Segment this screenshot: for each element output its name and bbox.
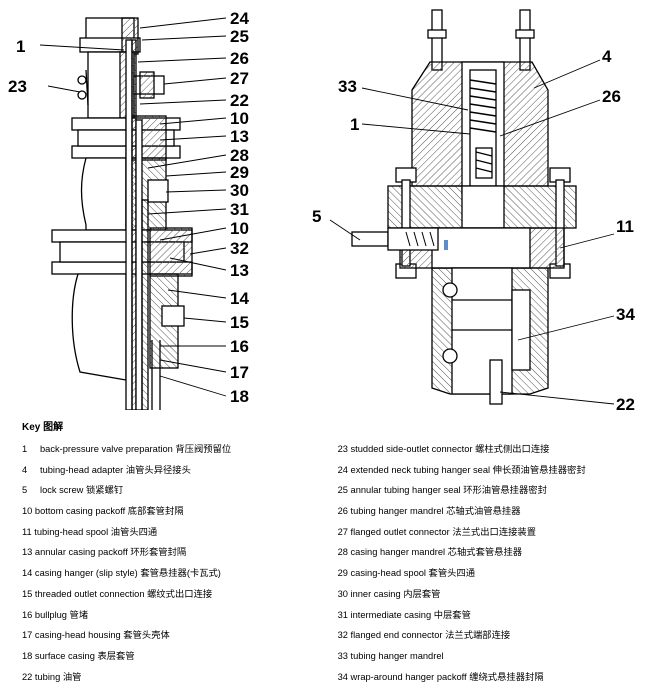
callout-18: 18 (230, 387, 249, 406)
callout-11: 11 (616, 217, 634, 236)
key-item: 28 casing hanger mandrel 芯轴式套管悬挂器 (337, 547, 523, 558)
callout-32: 32 (230, 239, 249, 258)
callout-24: 24 (230, 9, 249, 28)
key-item: 33 tubing hanger mandrel (337, 650, 444, 661)
key-item: 14 casing hanger (slip style) 套管悬挂器(卡瓦式) (22, 568, 221, 579)
left-leader-lines (39, 17, 227, 397)
key-item: 31 intermediate casing 中层套管 (337, 609, 471, 620)
key-item: 27 flanged outlet connector 法兰式出口连接装置 (337, 526, 537, 537)
callout-26-right: 26 (602, 87, 621, 106)
callout-10-top: 10 (230, 109, 249, 128)
key-item: 15 threaded outlet connection 螺纹式出口连接 (22, 588, 213, 599)
callout-22-left: 22 (230, 91, 249, 110)
callout-5: 5 (312, 207, 321, 226)
callout-15: 15 (230, 313, 249, 332)
key-item: 34 wrap-around hanger packoff 缠绕式悬挂器封隔 (337, 671, 544, 682)
key-item: 29 casing-head spool 套管头四通 (337, 568, 476, 579)
right-leader-lines (329, 59, 615, 405)
key-item: 26 tubing hanger mandrel 芯轴式油管悬挂器 (337, 506, 521, 517)
callout-25: 25 (230, 27, 249, 46)
left-wellhead-assembly (51, 17, 193, 410)
key-item: 10 bottom casing packoff 底部套管封隔 (22, 506, 184, 517)
key-column-right: 23 studded side-outlet connector 螺柱式侧出口连… (258, 439, 642, 687)
key-item: 25 annular tubing hanger seal 环形油管悬挂器密封 (337, 485, 547, 496)
callout-1: 1 (16, 37, 25, 56)
callout-30: 30 (230, 181, 249, 200)
key-item: 30 inner casing 内层套管 (337, 588, 441, 599)
right-tubing-head-adapter (351, 9, 577, 405)
callout-34: 34 (616, 305, 635, 324)
callout-31: 31 (230, 200, 249, 219)
callout-29: 29 (230, 163, 249, 182)
key-item: 18 surface casing 表层套管 (22, 650, 135, 661)
callout-33: 33 (338, 77, 357, 96)
key-item: 17 casing-head housing 套管头壳体 (22, 630, 170, 641)
callout-13-top: 13 (230, 127, 249, 146)
callout-1-right: 1 (350, 115, 359, 134)
key-item: 24 extended neck tubing hanger seal 伸长颈油… (337, 464, 586, 475)
key-item: 11 tubing-head spool 油管头四通 (22, 526, 158, 537)
callout-22-right: 22 (616, 395, 635, 410)
callout-17: 17 (230, 363, 249, 382)
callout-4: 4 (602, 47, 612, 66)
callout-13-bottom: 13 (230, 261, 249, 280)
callout-10-bottom: 10 (230, 219, 249, 238)
key-item: 16 bullplug 管堵 (22, 609, 89, 620)
callout-27: 27 (230, 69, 249, 88)
key-item: 22 tubing 油管 (22, 671, 82, 682)
wellhead-diagram: 1 23 24 25 26 27 22 10 13 28 29 30 31 10… (8, 9, 635, 410)
key-item: 32 flanged end connector 法兰式端部连接 (337, 630, 511, 641)
callout-26-left: 26 (230, 49, 249, 68)
callout-28: 28 (230, 146, 249, 165)
key-item: 13 annular casing packoff 环形套管封隔 (22, 547, 187, 558)
key-title: Key 图解 (22, 422, 64, 433)
callout-14: 14 (230, 289, 249, 308)
callout-23: 23 (8, 77, 27, 96)
key-item: 23 studded side-outlet connector 螺柱式侧出口连… (337, 444, 550, 454)
callout-16: 16 (230, 337, 249, 356)
